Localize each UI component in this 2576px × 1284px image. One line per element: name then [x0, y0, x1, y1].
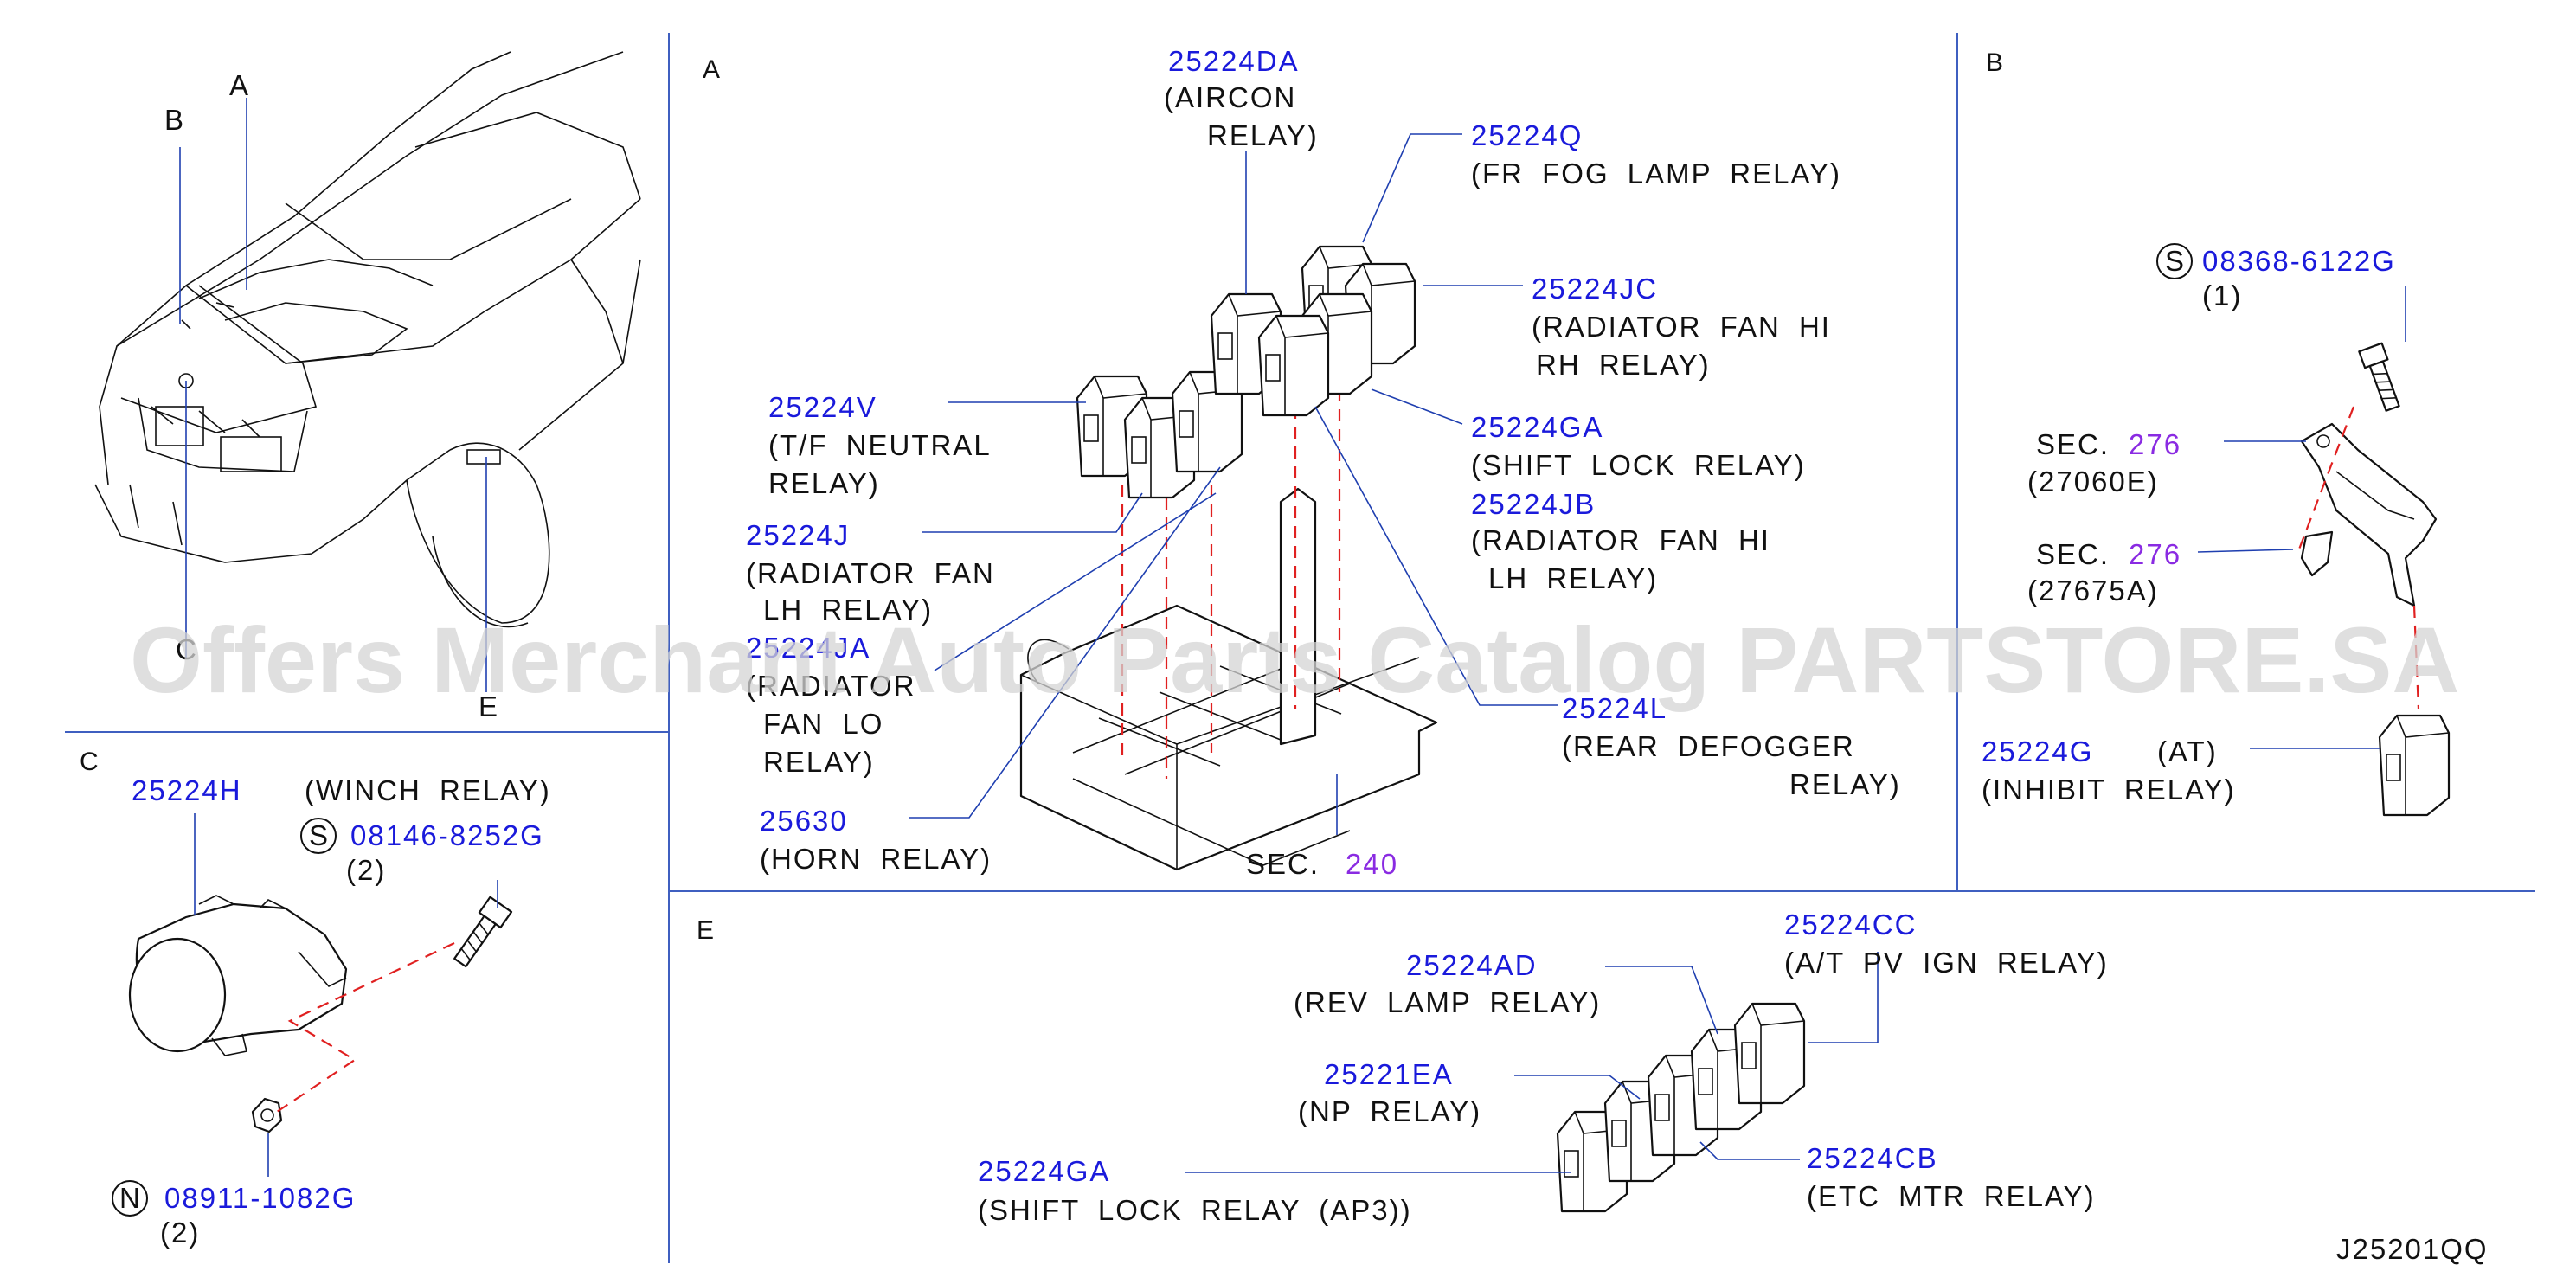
desc-winch: (WINCH RELAY) — [305, 774, 551, 806]
desc-shift-lock-ap3: (SHIFT LOCK RELAY (AP3)) — [978, 1194, 1412, 1226]
desc-etc-mtr: (ETC MTR RELAY) — [1807, 1180, 2096, 1212]
section-a-labels: 25224DA (AIRCON RELAY) 25224Q (FR FOG LA… — [746, 45, 1901, 880]
pn-tf-neutral[interactable]: 25224V — [768, 391, 877, 423]
pn-bolt-b[interactable]: 08368-6122G — [2202, 245, 2396, 277]
desc-rad-fan-lo-2: FAN LO — [763, 708, 883, 740]
desc-fr-fog: (FR FOG LAMP RELAY) — [1471, 157, 1841, 189]
section-c-title: C — [80, 748, 100, 776]
symbol-n-c: N — [119, 1182, 142, 1214]
section-b-title: B — [1986, 48, 2005, 77]
pn-etc-mtr[interactable]: 25224CB — [1807, 1142, 1938, 1174]
vehicle-illustration: A B C E — [94, 51, 641, 722]
desc-rad-fan-lo-3: RELAY) — [763, 746, 875, 778]
section-a-title: A — [703, 55, 722, 84]
pn-shift-lock-ap3[interactable]: 25224GA — [978, 1155, 1110, 1187]
pn-aircon[interactable]: 25224DA — [1168, 45, 1300, 77]
pn-inhibit[interactable]: 25224G — [1982, 735, 2093, 767]
pn-nut-c[interactable]: 08911-1082G — [164, 1182, 356, 1214]
pn-rad-fan-hi-lh[interactable]: 25224JB — [1471, 488, 1596, 520]
callout-b: B — [164, 104, 185, 136]
section-c-labels: 25224H (WINCH RELAY) S 08146-8252G (2) N… — [112, 774, 551, 1249]
desc-rear-defogger-2: RELAY) — [1789, 768, 1901, 800]
section-a-leaders — [909, 133, 1558, 835]
desc-rev-lamp: (REV LAMP RELAY) — [1294, 986, 1601, 1018]
section-b-illustration — [2296, 342, 2451, 817]
desc-tf-neutral-2: RELAY) — [768, 467, 880, 499]
callout-a: A — [229, 69, 250, 101]
symbol-s-b: S — [2165, 245, 2186, 277]
sec-276-prefix-1: SEC. — [2036, 428, 2110, 460]
pn-winch[interactable]: 25224H — [132, 774, 242, 806]
section-c-illustration — [128, 895, 513, 1133]
pn-rad-fan-hi-rh[interactable]: 25224JC — [1532, 273, 1658, 305]
desc-rad-fan-hi-rh: (RADIATOR FAN HI — [1532, 311, 1831, 343]
pn-rev-lamp[interactable]: 25224AD — [1406, 949, 1538, 981]
sec-240-prefix: SEC. — [1246, 848, 1320, 880]
qty-bolt-c: (2) — [346, 854, 386, 886]
pn-rad-fan-lh[interactable]: 25224J — [746, 519, 850, 551]
desc-rad-fan-hi-lh: (RADIATOR FAN HI — [1471, 524, 1770, 556]
desc-inhibit: (INHIBIT RELAY) — [1982, 774, 2236, 806]
sec-276-link-1[interactable]: 276 — [2129, 428, 2181, 460]
desc-aircon: (AIRCON — [1164, 81, 1296, 113]
pn-atpv[interactable]: 25224CC — [1784, 908, 1917, 941]
section-c-leaders — [194, 813, 498, 1177]
desc-rad-fan-lo: (RADIATOR — [746, 670, 915, 702]
desc-rad-fan-hi-rh-2: RH RELAY) — [1536, 349, 1711, 381]
desc-aircon-2: RELAY) — [1207, 119, 1319, 151]
pn-rad-fan-lo[interactable]: 25224JA — [746, 632, 870, 664]
pn-bolt-c[interactable]: 08146-8252G — [350, 819, 544, 851]
relay-box-illustration — [1019, 487, 1438, 871]
diagram-code: J25201QQ — [2336, 1233, 2489, 1265]
relay-row-e — [1556, 1002, 1806, 1213]
pn-horn[interactable]: 25630 — [760, 805, 848, 837]
section-e-title: E — [697, 916, 716, 945]
desc-inhibit-at: (AT) — [2157, 735, 2218, 767]
pn-rear-defogger[interactable]: 25224L — [1562, 692, 1667, 724]
desc-horn: (HORN RELAY) — [760, 843, 992, 875]
callout-c: C — [176, 633, 198, 665]
desc-rad-fan-lh: (RADIATOR FAN — [746, 557, 995, 589]
relay-cluster-a — [1076, 245, 1416, 499]
section-a-dashed-lines — [1121, 389, 1341, 779]
desc-rad-fan-hi-lh-2: LH RELAY) — [1488, 562, 1658, 594]
callout-e: E — [479, 690, 499, 722]
section-e-leaders — [1185, 952, 1879, 1173]
desc-tf-neutral: (T/F NEUTRAL — [768, 429, 992, 461]
desc-atpv: (A/T PV IGN RELAY) — [1784, 947, 2109, 979]
pn-np[interactable]: 25221EA — [1324, 1058, 1454, 1090]
section-b-labels: S 08368-6122G (1) SEC. 276 (27060E) SEC.… — [1982, 243, 2396, 806]
qty-bolt-b: (1) — [2202, 279, 2242, 311]
section-b-leaders — [2197, 286, 2406, 749]
pn-fr-fog[interactable]: 25224Q — [1471, 119, 1583, 151]
qty-nut-c: (2) — [160, 1217, 200, 1249]
frame-lines — [65, 33, 2535, 1263]
sec-276-prefix-2: SEC. — [2036, 538, 2110, 570]
symbol-s-c: S — [309, 819, 330, 851]
desc-rad-fan-lh-2: LH RELAY) — [763, 594, 933, 626]
code-27060e: (27060E) — [2027, 465, 2159, 498]
code-27675a: (27675A) — [2027, 575, 2159, 607]
sec-240-link[interactable]: 240 — [1346, 848, 1398, 880]
section-e-labels: 25224CC (A/T PV IGN RELAY) 25224AD (REV … — [978, 908, 2109, 1226]
pn-shift-lock[interactable]: 25224GA — [1471, 411, 1603, 443]
desc-rear-defogger: (REAR DEFOGGER — [1562, 730, 1855, 762]
watermark: Offers Merchant Auto Parts Catalog PARTS… — [130, 607, 2459, 712]
sec-276-link-2[interactable]: 276 — [2129, 538, 2181, 570]
desc-np: (NP RELAY) — [1298, 1095, 1481, 1127]
desc-shift-lock: (SHIFT LOCK RELAY) — [1471, 449, 1806, 481]
